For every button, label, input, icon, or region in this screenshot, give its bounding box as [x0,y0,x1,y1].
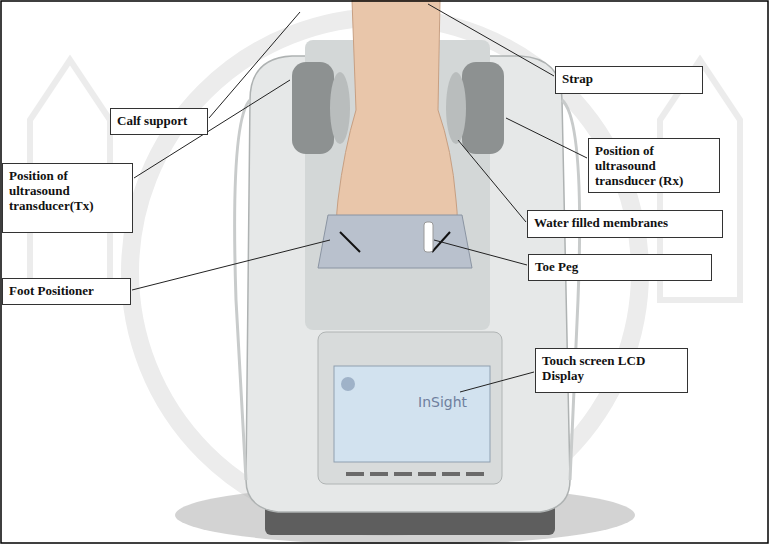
label-box: Foot Positioner [2,278,131,305]
leader-lines [132,4,587,392]
label-box: Strap [555,66,703,94]
part-name: Calf support [117,113,201,128]
part-name: Strap [562,71,696,86]
part-name: Position of ultrasound transducer (Rx) [595,143,713,188]
label-box: Position of ultrasound transducer(Tx) [2,163,133,233]
screen-logo: InSight [418,394,467,410]
part-name: Toe Peg [535,259,705,274]
label-box: Water filled membranes [527,210,723,238]
label-box: Touch screen LCD Display [535,348,688,393]
label-box: Position of ultrasound transducer (Rx) [588,138,720,193]
part-name: Foot Positioner [9,283,124,298]
part-name: Water filled membranes [534,215,716,230]
part-name: Touch screen LCD Display [542,353,681,383]
label-box: Calf support [110,108,208,135]
part-name: Position of ultrasound transducer(Tx) [9,168,126,213]
label-box: Toe Peg [528,254,712,281]
